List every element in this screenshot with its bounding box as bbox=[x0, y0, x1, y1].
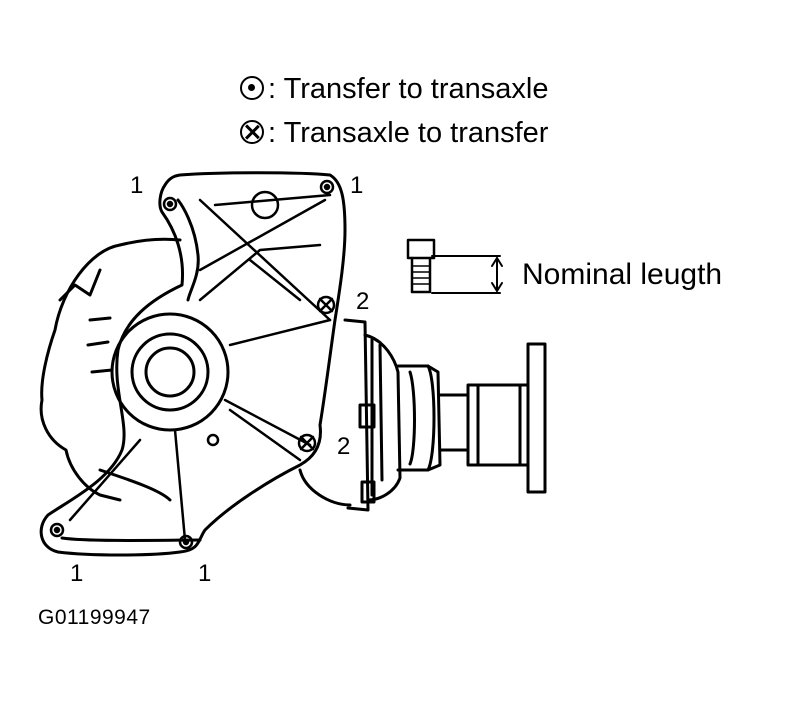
housing-ribs bbox=[68, 190, 332, 542]
bolt-shank bbox=[410, 256, 432, 294]
bolt-label-1-top-right: 1 bbox=[350, 172, 364, 199]
legend-cross-row: : Transaxle to transfer bbox=[240, 116, 548, 150]
figure-id: G01199947 bbox=[38, 606, 151, 629]
bolt-head bbox=[406, 238, 436, 260]
bolt-1-bottom-left bbox=[49, 522, 65, 538]
bolt-label-2-upper: 2 bbox=[356, 288, 370, 315]
circle-dot-icon bbox=[240, 76, 264, 100]
legend-dot-text: : Transfer to transaxle bbox=[268, 73, 549, 105]
bolt-label-1-bottom-left: 1 bbox=[70, 560, 84, 587]
legend-dot-row: : Transfer to transaxle bbox=[240, 72, 548, 106]
bolt-holes-1 bbox=[49, 179, 335, 550]
bolt-1-top-left bbox=[162, 196, 178, 212]
legend-cross-text: : Transaxle to transfer bbox=[268, 117, 549, 149]
center-boss bbox=[110, 312, 230, 432]
circle-cross-icon bbox=[240, 120, 264, 144]
bolt-1-bottom-right bbox=[178, 534, 194, 550]
bolt-label-1-bottom-right: 1 bbox=[198, 560, 212, 587]
bolt-2-lower bbox=[297, 433, 317, 453]
bolt-1-top-right bbox=[319, 179, 335, 195]
bolt-label-2-lower: 2 bbox=[337, 433, 351, 460]
bolt-holes-2 bbox=[297, 295, 336, 453]
bolt-length-inset bbox=[406, 238, 503, 294]
gasket-flange bbox=[39, 171, 347, 557]
output-adaptor bbox=[298, 318, 547, 512]
bolt-2-upper bbox=[316, 295, 336, 315]
nominal-length-label: Nominal leugth bbox=[522, 258, 723, 291]
bolt-label-1-top-left: 1 bbox=[130, 172, 144, 199]
